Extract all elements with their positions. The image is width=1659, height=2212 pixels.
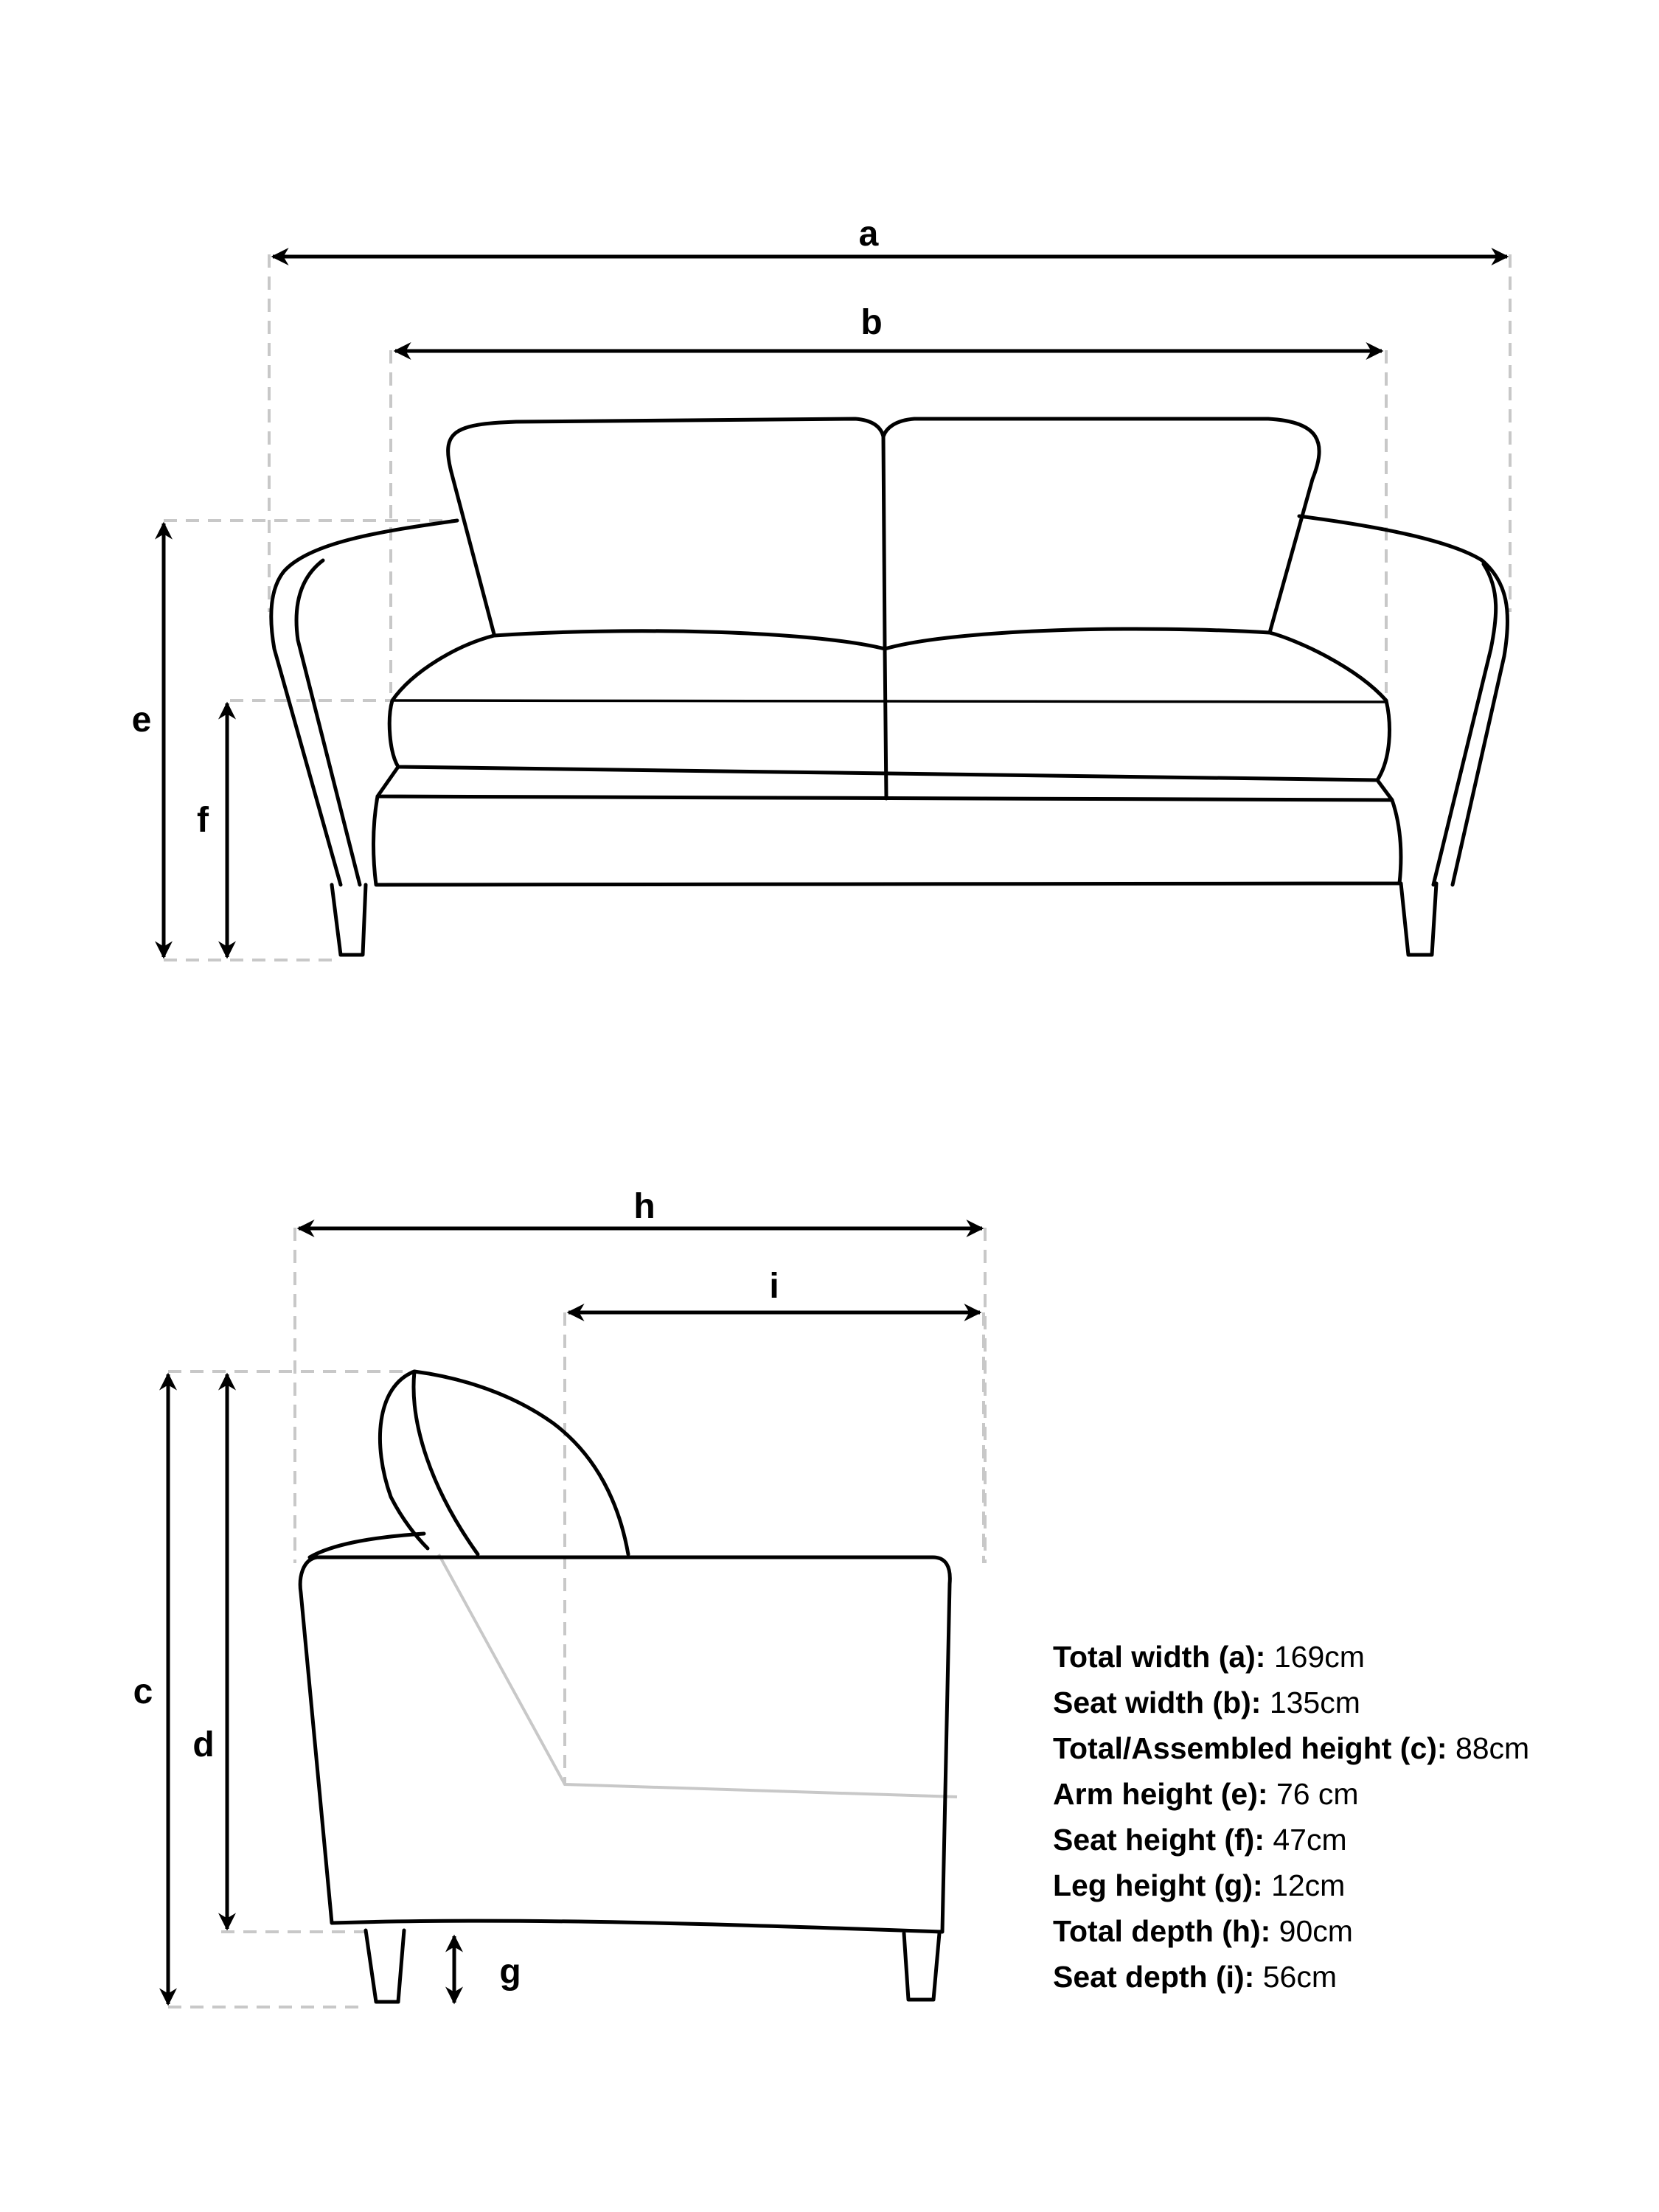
- spec-label: Arm height (e):: [1053, 1777, 1268, 1811]
- dimension-spec-list: Total width (a): 169cm Seat width (b): 1…: [1053, 1634, 1529, 2000]
- spec-total-depth: Total depth (h): 90cm: [1053, 1908, 1529, 1954]
- spec-value: 47cm: [1264, 1823, 1347, 1857]
- spec-label: Seat height (f):: [1053, 1823, 1265, 1857]
- front-dimension-arrows: [155, 248, 1509, 959]
- side-guide-lines: [168, 1228, 987, 2008]
- side-dimension-arrows: [159, 1220, 984, 2006]
- spec-label: Total depth (h):: [1053, 1914, 1271, 1948]
- side-view: h i c d g: [133, 1187, 987, 2008]
- spec-value: 12cm: [1262, 1868, 1346, 1902]
- spec-value: 56cm: [1254, 1960, 1337, 1994]
- dim-label-a: a: [859, 215, 879, 254]
- spec-label: Leg height (g):: [1053, 1868, 1263, 1902]
- spec-label: Total/Assembled height (c):: [1053, 1731, 1447, 1765]
- spec-value: 88cm: [1447, 1731, 1530, 1765]
- spec-value: 90cm: [1270, 1914, 1353, 1948]
- dim-label-b: b: [860, 303, 882, 342]
- front-sofa-outline: [269, 417, 1510, 957]
- dim-label-h: h: [633, 1187, 655, 1226]
- front-view: a b e f: [132, 215, 1512, 961]
- dim-label-g: g: [499, 1952, 521, 1992]
- side-sofa-outline: [298, 1369, 952, 2004]
- side-hidden-seat-line: [437, 1554, 958, 1798]
- spec-total-width: Total width (a): 169cm: [1053, 1634, 1529, 1680]
- spec-value: 135cm: [1261, 1686, 1360, 1719]
- spec-seat-depth: Seat depth (i): 56cm: [1053, 1954, 1529, 2000]
- spec-label: Seat width (b):: [1053, 1686, 1262, 1719]
- spec-total-height: Total/Assembled height (c): 88cm: [1053, 1725, 1529, 1771]
- spec-label: Seat depth (i):: [1053, 1960, 1255, 1994]
- front-guide-lines: [164, 254, 1512, 961]
- dim-label-e: e: [132, 700, 152, 740]
- dim-label-f: f: [197, 801, 209, 840]
- spec-seat-width: Seat width (b): 135cm: [1053, 1680, 1529, 1725]
- dim-label-c: c: [133, 1672, 153, 1711]
- dim-label-i: i: [769, 1267, 779, 1306]
- dim-label-d: d: [192, 1725, 214, 1764]
- spec-seat-height: Seat height (f): 47cm: [1053, 1817, 1529, 1863]
- spec-arm-height: Arm height (e): 76 cm: [1053, 1771, 1529, 1817]
- spec-label: Total width (a):: [1053, 1640, 1266, 1674]
- spec-value: 76 cm: [1267, 1777, 1359, 1811]
- spec-value: 169cm: [1265, 1640, 1365, 1674]
- spec-leg-height: Leg height (g): 12cm: [1053, 1863, 1529, 1908]
